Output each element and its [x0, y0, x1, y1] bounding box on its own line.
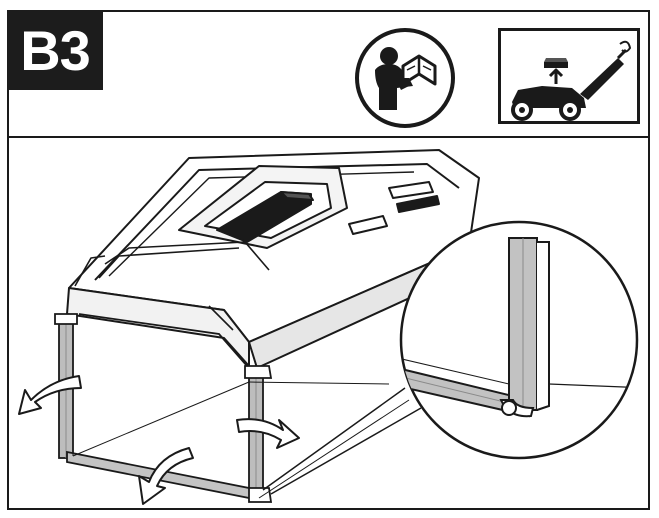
step-label: B3	[20, 18, 91, 82]
step-badge: B3	[7, 10, 103, 90]
grassbag-frame-illustration	[18, 149, 639, 505]
bag-fabric-lines	[72, 324, 410, 499]
rotate-arrow-icon	[18, 375, 300, 505]
detail-magnifier-icon	[262, 220, 639, 495]
lawnmower-remove-grassbag-icon	[498, 28, 640, 124]
illustration-panel	[7, 136, 650, 510]
read-manual-icon	[355, 28, 455, 128]
